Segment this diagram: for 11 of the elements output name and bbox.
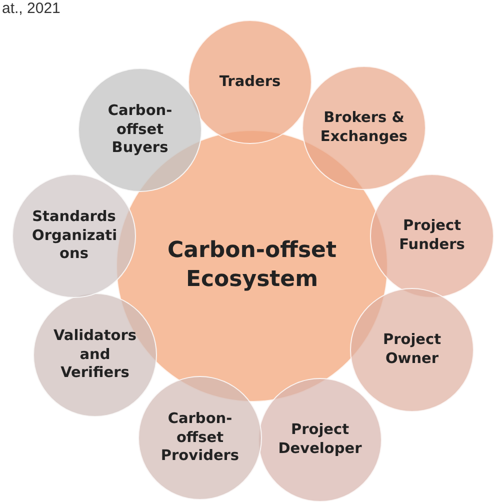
role-label: Validators and Verifiers: [52, 326, 138, 384]
role-label: Carbon-offset Buyers: [106, 102, 174, 158]
role-label: Project Owner: [382, 331, 442, 369]
role-label: Project Developer: [277, 421, 363, 459]
citation-note: at., 2021: [2, 0, 60, 18]
role-label: Carbon-offset Providers: [160, 410, 240, 466]
role-label: Standards Organizati ons: [32, 208, 116, 264]
center-title: Carbon-offset Ecosystem: [166, 237, 338, 294]
role-label: Traders: [218, 72, 282, 92]
role-label: Project Funders: [398, 217, 466, 255]
role-label: Brokers & Exchanges: [319, 109, 409, 147]
